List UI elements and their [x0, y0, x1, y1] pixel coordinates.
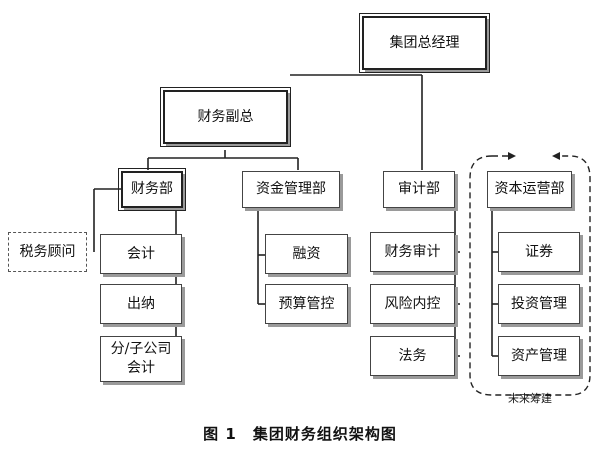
finance-child-node: 分/子公司会计 — [100, 336, 182, 382]
finance-dept-node: 财务部 — [118, 168, 186, 211]
audit-dept-node: 审计部 — [383, 171, 455, 208]
funds-child-node: 预算管控 — [265, 284, 348, 324]
audit-child-node: 法务 — [370, 336, 455, 376]
capital-child-node: 证券 — [498, 232, 580, 272]
funds-child-node: 融资 — [265, 234, 348, 274]
capital-child-node: 资产管理 — [498, 336, 580, 376]
figure-caption: 图 1 集团财务组织架构图 — [203, 425, 397, 443]
finance-child-label: 分/子公司会计 — [110, 341, 172, 376]
audit-child-node: 财务审计 — [370, 232, 455, 272]
finance-child-node: 出纳 — [100, 284, 182, 324]
capital-dept-node: 资本运营部 — [487, 171, 572, 208]
capital-child-node: 投资管理 — [498, 284, 580, 324]
audit-child-node: 风险内控 — [370, 284, 455, 324]
root-node: 集团总经理 — [359, 13, 490, 73]
funds-dept-node: 资金管理部 — [242, 171, 340, 208]
finance-child-node: 会计 — [100, 234, 182, 274]
future-note: 未来筹建 — [508, 392, 552, 405]
tax-advisor-node: 税务顾问 — [8, 232, 87, 272]
deputy-node: 财务副总 — [160, 87, 291, 147]
